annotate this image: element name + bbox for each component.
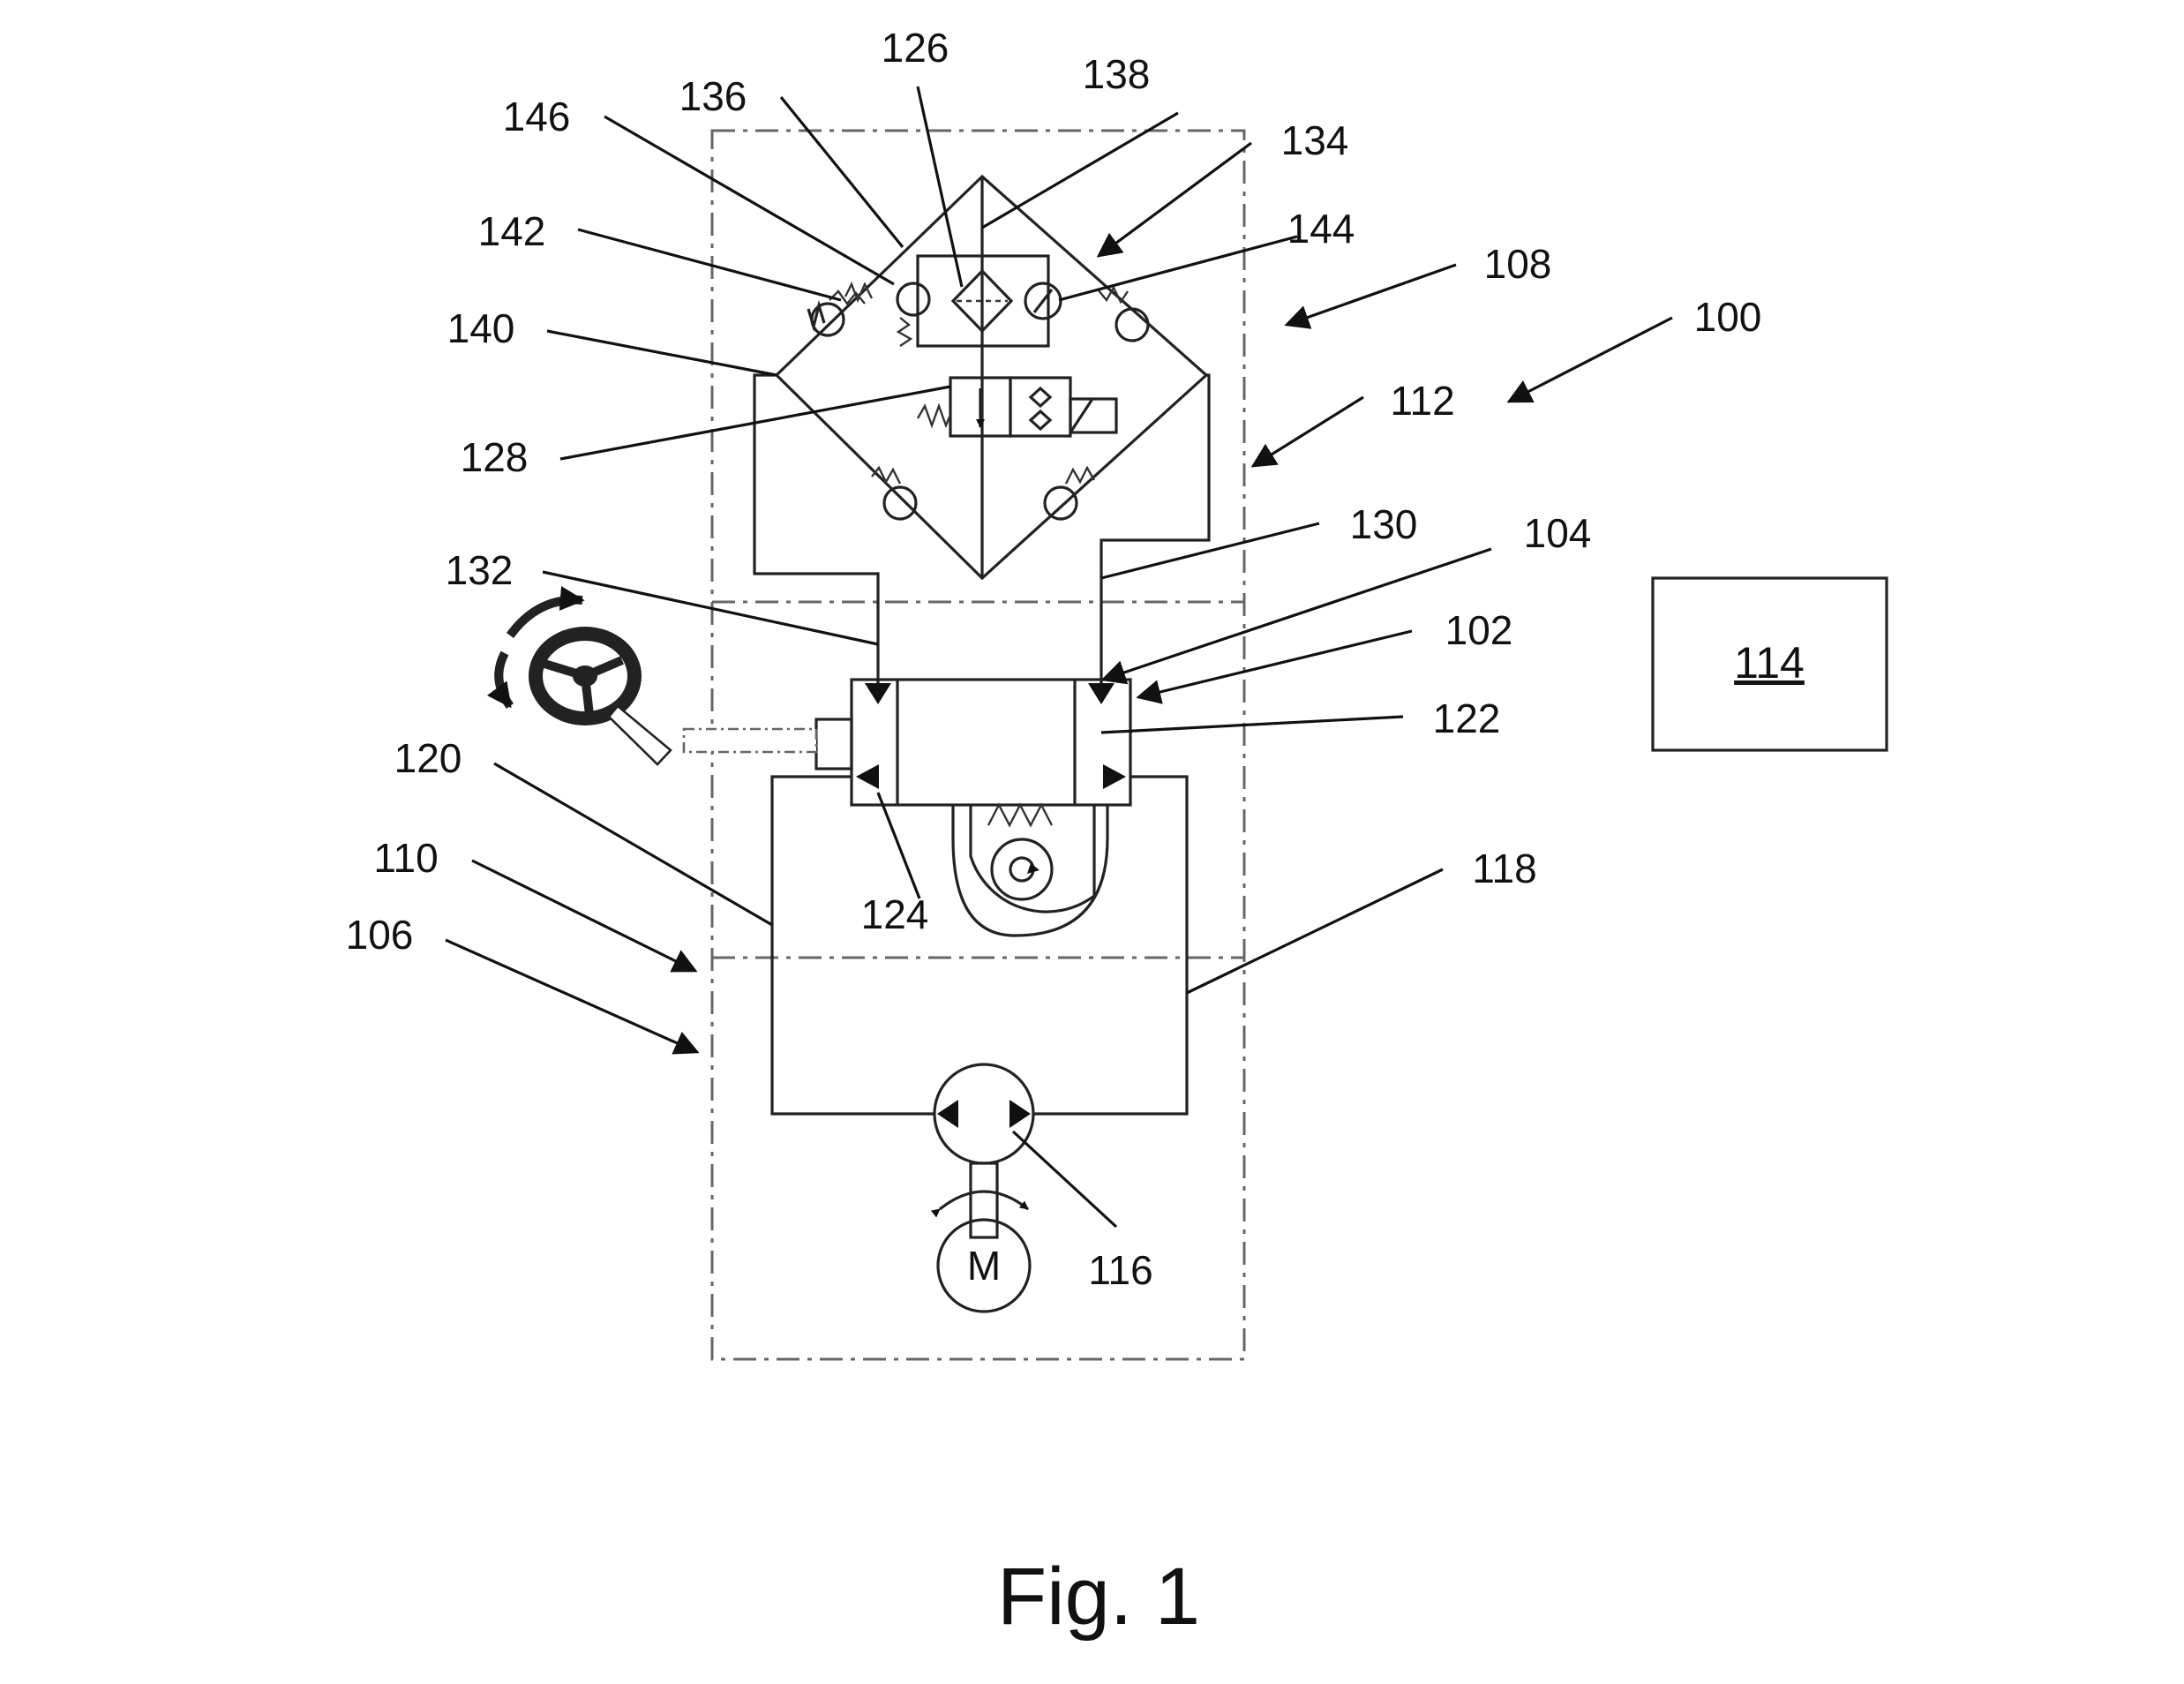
check-valve-lower-right	[1043, 465, 1096, 521]
leader-134	[1096, 141, 1252, 258]
pump-line-right	[1032, 958, 1189, 1116]
shaft-rotation-arrow	[930, 1190, 1029, 1218]
label-118: 118	[1472, 846, 1536, 891]
valve-block-112	[753, 174, 1211, 690]
check-valve-lower-left	[871, 465, 918, 521]
leader-124	[876, 792, 921, 899]
leader-128	[559, 385, 951, 461]
label-108: 108	[1484, 241, 1552, 287]
pump-line-left	[770, 958, 935, 1116]
rotation-arrows-icon	[486, 586, 585, 709]
leader-100	[1506, 316, 1673, 403]
port-arrow-right-top	[1088, 683, 1115, 704]
label-132: 132	[446, 547, 514, 593]
controller-114: 114	[1651, 576, 1888, 752]
leader-138	[981, 111, 1179, 229]
leader-144	[1058, 235, 1298, 302]
leader-104	[1100, 547, 1492, 685]
label-104: 104	[1524, 510, 1592, 556]
piston-rod	[682, 727, 818, 754]
label-138: 138	[1083, 51, 1151, 97]
label-130: 130	[1350, 501, 1418, 547]
label-140: 140	[447, 305, 515, 351]
check-valve-upper-left-outer	[807, 289, 866, 337]
leader-122	[1100, 715, 1404, 734]
leader-108	[1284, 263, 1457, 329]
port-arrow-left-top	[865, 683, 891, 704]
label-128: 128	[461, 434, 529, 480]
steering-wheel-icon	[529, 627, 672, 766]
pump-shaft	[969, 1162, 999, 1239]
pinion	[990, 838, 1054, 901]
leader-120	[493, 762, 773, 927]
controller-box	[1651, 576, 1888, 752]
port-arrow-right-bottom	[1103, 764, 1126, 789]
label-146: 146	[503, 94, 571, 139]
label-112: 112	[1390, 378, 1454, 424]
check-valve-upper-left-inner	[896, 282, 931, 347]
right-supply-line	[1130, 775, 1189, 958]
filter-housing	[916, 254, 1050, 348]
rotation-indicator-icon	[1009, 856, 1039, 883]
rod-gland	[814, 718, 853, 771]
leader-140	[546, 329, 777, 377]
leader-142	[577, 228, 842, 302]
spring-142	[844, 282, 874, 304]
label-116: 116	[1088, 1247, 1152, 1293]
label-102: 102	[1445, 607, 1513, 653]
leader-106	[445, 938, 700, 1055]
label-136: 136	[679, 73, 747, 119]
motor-label: M	[967, 1243, 1001, 1289]
left-supply-line	[770, 775, 852, 958]
leader-116	[1011, 1130, 1118, 1229]
check-valve-upper-right	[1097, 285, 1150, 342]
leader-118	[1186, 868, 1444, 995]
leader-112	[1250, 395, 1364, 468]
label-110: 110	[373, 835, 438, 881]
cylinder-body	[850, 678, 1132, 807]
pump-loop-106: M	[770, 958, 1189, 1313]
pump-icon	[933, 1063, 1035, 1165]
label-126: 126	[882, 25, 949, 71]
controller-label: 114	[1734, 638, 1805, 688]
leader-110	[471, 859, 698, 973]
label-100: 100	[1694, 294, 1762, 340]
leader-102	[1136, 629, 1413, 704]
label-124: 124	[861, 891, 929, 937]
label-120: 120	[394, 735, 462, 781]
label-134: 134	[1281, 117, 1349, 163]
solenoid-valve-icon	[916, 376, 1118, 438]
leader-136	[779, 95, 904, 249]
electric-motor-icon: M	[936, 1218, 1032, 1313]
port-arrow-left-bottom	[856, 764, 879, 789]
label-144: 144	[1287, 206, 1355, 252]
filter-icon	[950, 268, 1014, 334]
label-106: 106	[346, 912, 414, 958]
leader-132	[542, 570, 879, 646]
leader-146	[604, 115, 895, 286]
actuator-102	[682, 678, 1189, 958]
leader-126	[916, 86, 964, 288]
left-return-line	[753, 373, 880, 690]
leader-lines	[445, 86, 1673, 1229]
right-return-line	[1100, 373, 1211, 690]
label-142: 142	[478, 208, 546, 254]
reference-numerals: 100 108 112 134 138 126 136 146 142 144 …	[346, 25, 1762, 1293]
figure-caption: Fig. 1	[997, 1552, 1200, 1642]
pressure-gauge-icon	[1024, 282, 1062, 320]
label-122: 122	[1433, 695, 1501, 741]
leader-130	[1100, 522, 1320, 580]
